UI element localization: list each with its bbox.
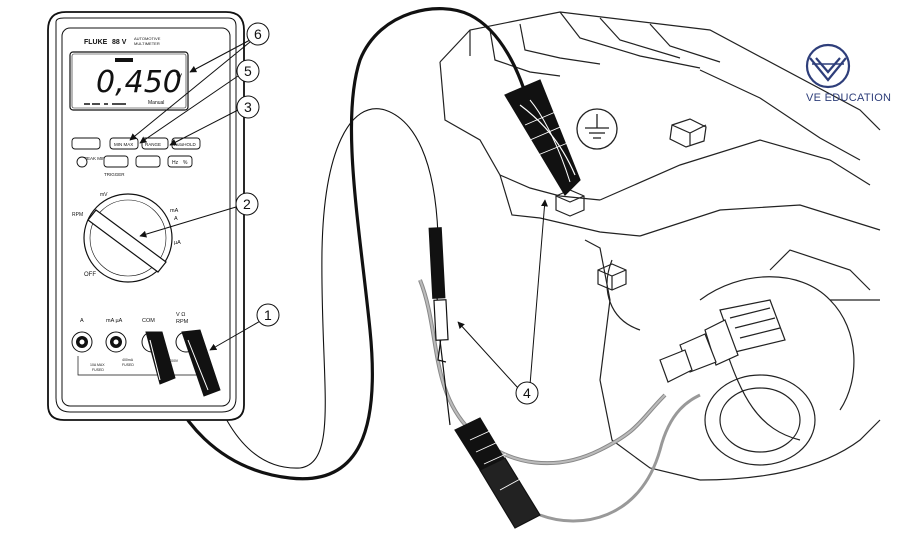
ve-education-logo-icon — [805, 43, 851, 89]
ground-symbol-icon — [576, 108, 618, 150]
min-max-button[interactable] — [109, 137, 139, 150]
autohold-label: AutoHOLD — [174, 142, 197, 147]
callout-6-label: 6 — [254, 26, 262, 42]
percent-label: % — [183, 160, 188, 166]
callout-3-label: 3 — [244, 99, 252, 115]
dial-rpm-label: RPM — [72, 212, 83, 218]
sensor-connector — [454, 417, 541, 529]
lcd-display — [69, 51, 189, 111]
vmax-label: 1000V — [168, 359, 179, 363]
dial-knob[interactable] — [87, 209, 167, 273]
hz-button[interactable] — [167, 155, 193, 168]
dial-off-label: OFF — [84, 272, 96, 278]
peak-label: PEAK MIN MAX — [84, 156, 117, 161]
dial-ma-label: mA — [170, 208, 179, 214]
red-test-lead-wire — [209, 108, 439, 469]
engine-block — [439, 11, 881, 481]
meter-model: 88 V — [112, 39, 127, 46]
dial-mv-label: mV — [100, 192, 108, 198]
jack-rpm-label: RPM — [176, 319, 189, 325]
lcd-unit: V — [176, 72, 182, 82]
black-test-lead-wire — [158, 7, 532, 481]
power-backlight-button[interactable] — [76, 156, 88, 168]
logo-text: VE EDUCATION — [806, 92, 892, 104]
callout-2-label: 2 — [243, 196, 251, 212]
lcd-manual-label: Manual — [148, 100, 164, 106]
dial-ua-label: µA — [174, 240, 181, 246]
jack-ma-label: mA µA — [106, 318, 123, 324]
dial-a-label: A — [174, 216, 178, 222]
fuse-label-4: FUSED — [122, 363, 134, 367]
jack-v-label: V Ω — [176, 312, 185, 318]
meter-brand: FLUKE — [84, 39, 108, 46]
fuse-label-2: FUSED — [92, 368, 104, 372]
fuse-label-1: 10A MAX — [90, 363, 105, 367]
callout-1: 1 — [256, 303, 280, 327]
multimeter: FLUKE 88 V AUTOMOTIVE MULTIMETER 0,450 V… — [47, 11, 245, 421]
jack-com-label: COM — [142, 318, 155, 324]
relative-button[interactable] — [135, 155, 161, 168]
v-plug — [181, 329, 221, 397]
hz-label: Hz — [172, 160, 179, 166]
fuse-label-3: 400mA — [122, 358, 134, 362]
callout-lines — [129, 39, 548, 389]
callout-1-label: 1 — [264, 307, 272, 323]
beep-button[interactable] — [103, 155, 129, 168]
callout-3: 3 — [236, 95, 260, 119]
meter-desc-2: MULTIMETER — [134, 41, 160, 46]
trigger-label: TRIGGER — [104, 172, 125, 177]
range-button[interactable] — [141, 137, 169, 150]
com-plug — [145, 331, 176, 385]
callout-2: 2 — [235, 192, 259, 216]
back-probe — [428, 227, 451, 426]
callout-5: 5 — [236, 59, 260, 83]
alligator-clip — [504, 79, 581, 196]
meter-desc-1: AUTOMOTIVE — [134, 36, 161, 41]
min-max-label: MIN MAX — [114, 142, 133, 147]
lcd-value: 0,450 — [96, 65, 182, 100]
sensor-harness-wire — [418, 279, 667, 466]
callout-4: 4 — [515, 381, 539, 405]
blank-button[interactable] — [71, 137, 101, 150]
range-label: RANGE — [145, 142, 161, 147]
callout-5-label: 5 — [244, 63, 252, 79]
callout-4-label: 4 — [523, 385, 531, 401]
callout-6: 6 — [246, 22, 270, 46]
jack-a-label: A — [80, 318, 84, 324]
